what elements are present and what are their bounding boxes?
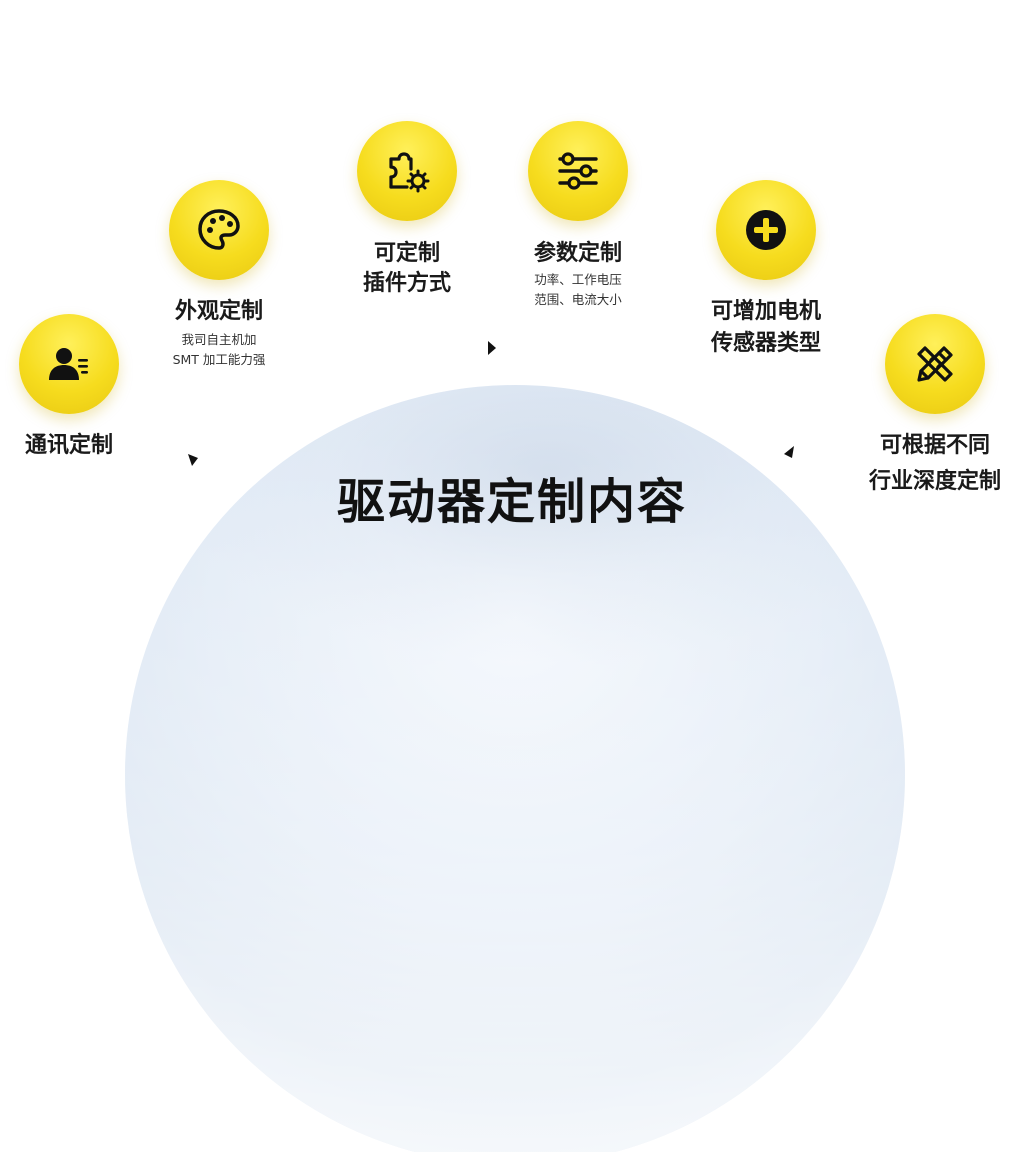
user-card-icon-circle xyxy=(19,314,119,414)
item-sub-parameters-1: 功率、工作电压 xyxy=(534,272,622,287)
user-card-icon xyxy=(49,348,88,380)
item-label-motor-2: 传感器类型 xyxy=(710,331,821,356)
plugin-gear-icon-circle xyxy=(357,121,457,221)
item-sub-parameters-2: 范围、电流大小 xyxy=(534,292,622,307)
item-sub-appearance-2: SMT 加工能力强 xyxy=(172,352,266,367)
item-label-parameters: 参数定制 xyxy=(533,241,622,266)
pencil-ruler-icon xyxy=(917,346,953,382)
plus-circle-icon xyxy=(746,210,786,250)
item-label-appearance: 外观定制 xyxy=(174,299,263,324)
arrow-icon-left xyxy=(188,454,198,466)
pencil-ruler-icon-circle xyxy=(885,314,985,414)
arrow-icon-center xyxy=(488,341,496,355)
sliders-icon-circle xyxy=(528,121,628,221)
item-label-industry-2: 行业深度定制 xyxy=(868,469,1001,494)
item-label-motor-1: 可增加电机 xyxy=(710,299,821,324)
item-label-plugin-2: 插件方式 xyxy=(362,271,451,296)
palette-icon xyxy=(198,209,240,250)
palette-icon-circle xyxy=(169,180,269,280)
plugin-gear-icon xyxy=(389,152,430,193)
page-title: 驱动器定制内容 xyxy=(336,474,687,530)
plus-circle-icon-circle xyxy=(716,180,816,280)
arrow-icon-right xyxy=(784,446,794,458)
item-label-plugin-1: 可定制 xyxy=(373,241,440,266)
sliders-icon xyxy=(558,152,598,190)
item-label-communication: 通讯定制 xyxy=(24,433,113,458)
item-label-industry-1: 可根据不同 xyxy=(879,433,990,458)
item-sub-appearance-1: 我司自主机加 xyxy=(181,332,257,347)
